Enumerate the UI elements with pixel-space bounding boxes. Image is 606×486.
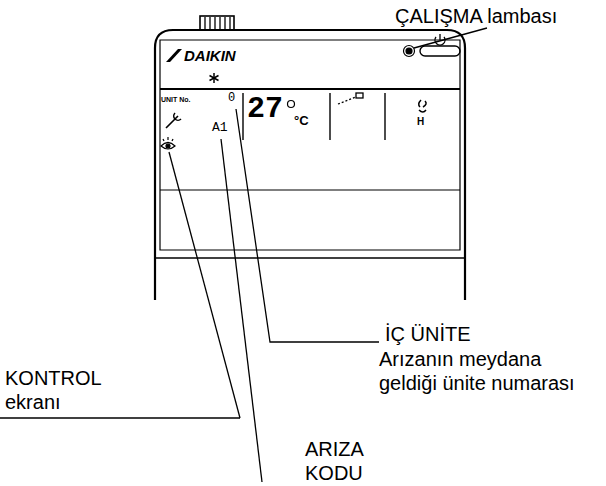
display-top-line xyxy=(160,88,460,90)
vent-slats xyxy=(205,17,230,29)
display-separators xyxy=(243,93,385,140)
error-code: A1 xyxy=(212,120,228,136)
temperature-value: 27 xyxy=(247,94,283,124)
power-symbol-bar xyxy=(439,34,440,40)
callout-label: İÇ ÜNİTE xyxy=(385,322,471,346)
temperature-unit: °C xyxy=(294,113,309,129)
logo-mark xyxy=(166,49,182,62)
timer-icon xyxy=(338,93,363,104)
fan-icon xyxy=(419,100,426,112)
cool-mode-icon xyxy=(210,73,219,83)
leader-line xyxy=(236,109,379,342)
panel-edge xyxy=(155,257,465,258)
unit-number: 0 xyxy=(228,91,235,105)
callout-label: ARIZA KODU xyxy=(305,437,397,485)
leader-line xyxy=(169,152,240,418)
brand-logo: DAIKIN xyxy=(184,47,236,65)
setpoint-mark xyxy=(288,101,295,108)
callout-label: Arızanın meydana geldiği ünite numarası xyxy=(379,347,604,395)
lamp-ring xyxy=(404,46,415,57)
leader-line xyxy=(221,139,262,482)
callout-label: ÇALIŞMA lambası xyxy=(395,4,557,28)
callout-label: KONTROL ekranı xyxy=(5,366,115,414)
leader-line xyxy=(0,417,240,418)
operation-lamp xyxy=(406,48,412,54)
inspection-icon xyxy=(161,137,175,149)
fan-speed: H xyxy=(417,116,424,128)
power-button xyxy=(420,46,460,56)
leader-lines xyxy=(0,28,487,482)
wrench-icon xyxy=(166,113,181,128)
remote-body xyxy=(155,30,465,300)
display-bottom-line xyxy=(160,189,460,190)
vent-grille xyxy=(200,16,234,30)
display-legend: UNIT No. xyxy=(161,96,191,104)
leader-line xyxy=(414,28,487,48)
front-panel xyxy=(160,40,460,250)
